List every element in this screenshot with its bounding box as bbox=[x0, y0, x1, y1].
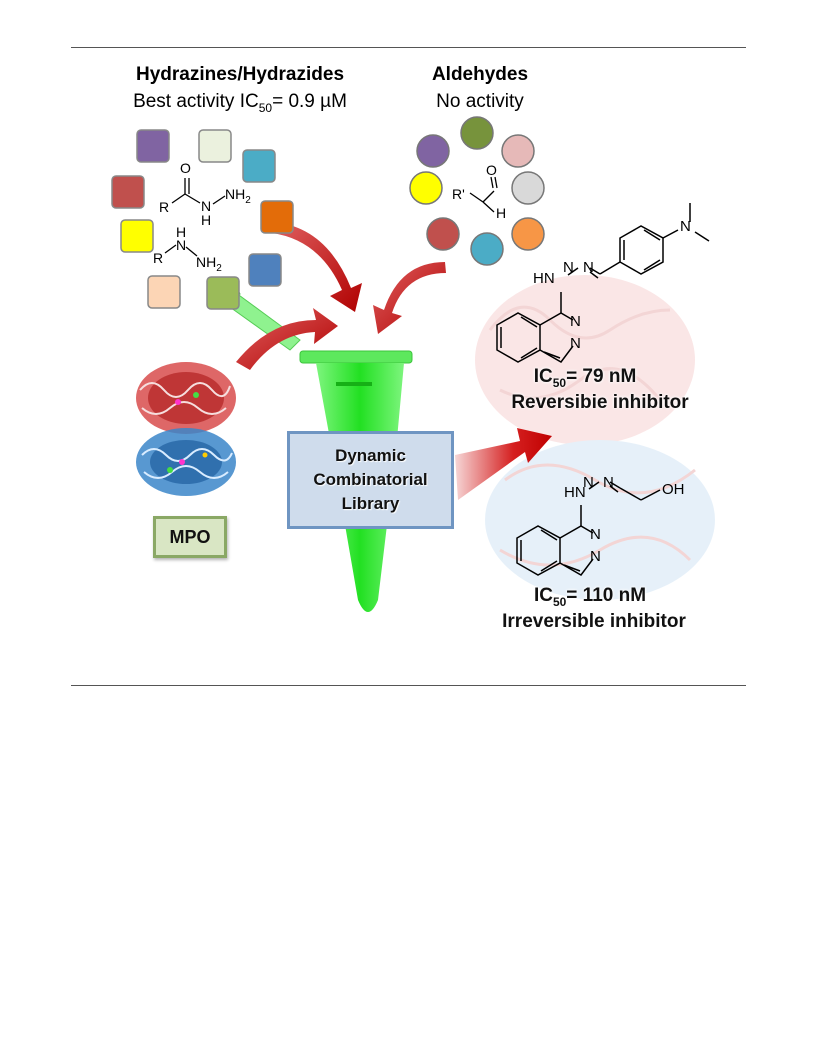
square-building-block bbox=[120, 219, 154, 253]
ic50-subscript: 50 bbox=[552, 594, 567, 609]
nh-text: NH bbox=[225, 186, 246, 202]
compound2-OH: OH bbox=[662, 481, 685, 498]
hydrazide-R: R bbox=[159, 199, 170, 215]
hydrazines-title: Hydrazines/Hydrazides bbox=[135, 64, 345, 85]
library-line2: Combinatorial bbox=[313, 470, 428, 489]
dynamic-combinatorial-library-box: Dynamic Combinatorial Library bbox=[287, 431, 454, 529]
square-building-block bbox=[198, 129, 232, 163]
compound1-HN: HN bbox=[533, 270, 555, 287]
compound1-N-ring1: N bbox=[570, 313, 581, 330]
hydrazide-O: O bbox=[180, 160, 191, 176]
aldehyde-O: O bbox=[486, 162, 497, 178]
mpo-protein bbox=[136, 362, 236, 496]
ic50-prefix: Best activity IC bbox=[133, 91, 259, 112]
circle-building-block bbox=[511, 217, 545, 251]
compound1-ic50: IC50= 79 nM bbox=[520, 365, 650, 395]
compound2-N-ring2: N bbox=[590, 548, 601, 565]
ic50-subscript: 50 bbox=[552, 375, 567, 390]
hydrazine-H: H bbox=[176, 224, 187, 240]
library-line3: Library bbox=[341, 494, 400, 513]
hydrazide-H: H bbox=[201, 212, 212, 228]
protein-background bbox=[475, 275, 715, 600]
hydrazine-NH2: NH2 bbox=[196, 254, 222, 274]
compound1-structure bbox=[496, 203, 710, 363]
square-building-block bbox=[136, 129, 170, 163]
aldehydes-title: Aldehydes bbox=[431, 64, 529, 85]
circle-building-block bbox=[511, 171, 545, 205]
square-building-block bbox=[260, 200, 294, 234]
hydrazine-structure bbox=[164, 244, 198, 257]
ic50-prefix: IC bbox=[533, 585, 553, 606]
square-building-block bbox=[242, 149, 276, 183]
aldehydes-subtitle: No activity bbox=[436, 91, 524, 112]
big-arrow bbox=[455, 428, 552, 500]
circle-building-block bbox=[501, 134, 535, 168]
ic50-subscript: 50 bbox=[258, 100, 273, 115]
nh2-subscript: 2 bbox=[216, 262, 222, 274]
compound2-N-azo2: N bbox=[603, 474, 614, 491]
top-rule bbox=[71, 47, 746, 48]
aldehyde-R: R' bbox=[452, 186, 465, 202]
curved-arrows bbox=[236, 222, 446, 370]
compound1-N-ring2: N bbox=[570, 335, 581, 352]
ic50-value: = 0.9 µM bbox=[272, 91, 347, 112]
compound1-type: Reversibie inhibitor bbox=[511, 392, 689, 413]
compound2-N-ring1: N bbox=[590, 526, 601, 543]
compound2-structure bbox=[516, 481, 661, 576]
compound1-N-azo2: N bbox=[583, 259, 594, 276]
compound1-N-azo1: N bbox=[563, 259, 574, 276]
aldehyde-H: H bbox=[496, 205, 507, 221]
circle-blocks bbox=[409, 116, 545, 266]
mpo-label: MPO bbox=[169, 526, 211, 547]
compound2-HN: HN bbox=[564, 484, 586, 501]
hydrazide-N: N bbox=[201, 198, 212, 214]
compound2-ic50: IC50= 110 nM bbox=[520, 584, 660, 614]
ic50-value: = 110 nM bbox=[566, 585, 647, 606]
circle-building-block bbox=[460, 116, 494, 150]
compound2-N-azo1: N bbox=[583, 474, 594, 491]
compound2-type: Irreversible inhibitor bbox=[502, 611, 686, 632]
hydrazines-subtitle: Best activity IC50= 0.9 µM bbox=[100, 90, 380, 120]
nh-text: NH bbox=[196, 254, 217, 270]
square-building-block bbox=[206, 276, 240, 310]
compound1-dimethylamino-N: N bbox=[680, 218, 691, 235]
square-building-block bbox=[111, 175, 145, 209]
circle-building-block bbox=[409, 171, 443, 205]
hydrazine-R: R bbox=[153, 250, 164, 266]
ic50-prefix: IC bbox=[533, 366, 553, 387]
hydrazide-NH2: NH2 bbox=[225, 186, 251, 206]
library-line1: Dynamic bbox=[335, 446, 406, 465]
hydrazide-structure bbox=[171, 178, 226, 205]
square-blocks bbox=[111, 129, 294, 310]
circle-building-block bbox=[426, 217, 460, 251]
mpo-label-box: MPO bbox=[153, 516, 227, 558]
circle-building-block bbox=[470, 232, 504, 266]
bottom-rule bbox=[71, 685, 746, 686]
hydrazine-N: N bbox=[176, 237, 187, 253]
square-building-block bbox=[248, 253, 282, 287]
circle-building-block bbox=[416, 134, 450, 168]
square-building-block bbox=[147, 275, 181, 309]
nh2-subscript: 2 bbox=[245, 194, 251, 206]
ic50-value: = 79 nM bbox=[566, 366, 637, 387]
aldehyde-structure bbox=[469, 176, 498, 213]
